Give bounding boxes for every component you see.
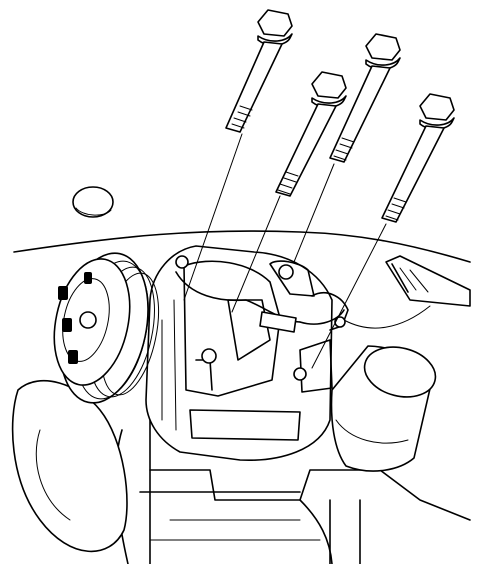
mounting-bolt-3	[293, 33, 401, 263]
compressor-pulley	[11, 252, 160, 553]
bolt-2-guide-line	[231, 195, 281, 313]
bolt-4-guide-line	[311, 223, 387, 369]
bolt-1-guide-line	[183, 133, 243, 301]
bolt-3-guide-line	[293, 163, 335, 263]
mounting-bracket	[385, 255, 471, 307]
mounting-bolt-1	[183, 9, 293, 301]
oil-filter	[330, 345, 437, 472]
mounting-bolt-2	[231, 71, 347, 313]
wire-harness	[175, 271, 431, 333]
compressor-body	[145, 245, 333, 461]
plug-cap	[72, 186, 114, 218]
mounting-bolt-4	[311, 93, 455, 369]
engine-block	[13, 230, 471, 564]
